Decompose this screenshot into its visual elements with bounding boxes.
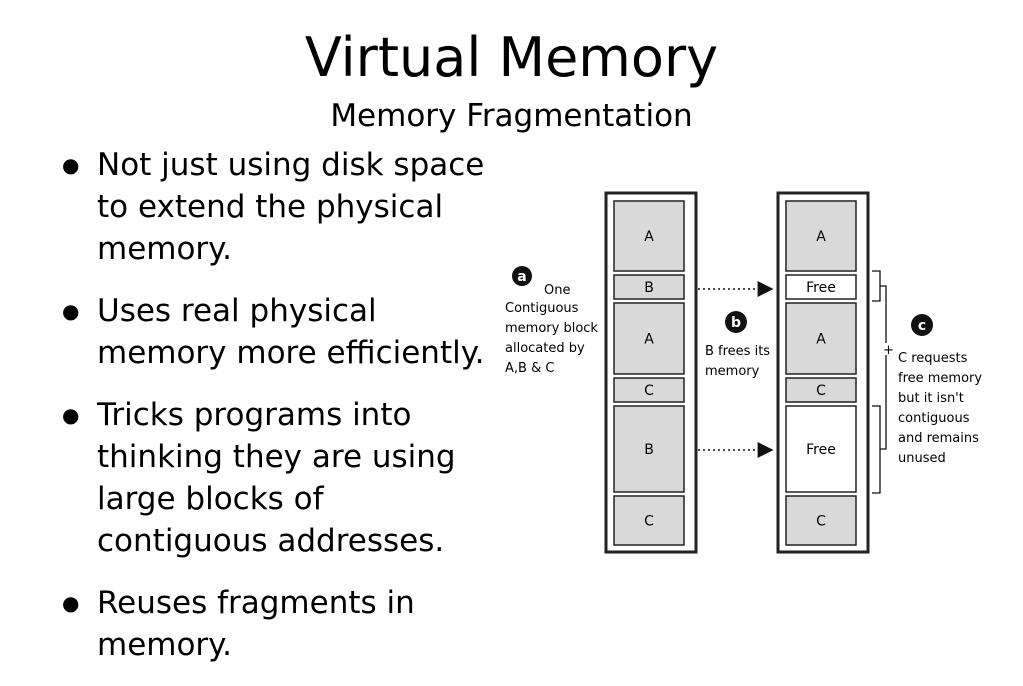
label-a-badge	[512, 266, 532, 286]
left-block-a	[613, 200, 685, 272]
bullet-item: ● Tricks programs into thinking they are …	[60, 394, 520, 562]
right-block-label: A	[816, 332, 826, 348]
bracket-connector-top	[880, 285, 887, 343]
label-b-badge	[725, 311, 747, 333]
bracket-bottom	[872, 405, 881, 494]
bullet-text: Tricks programs into thinking they are u…	[97, 397, 456, 559]
right-block-label: C	[816, 383, 826, 399]
label-c-line: contiguous	[898, 411, 970, 426]
bullet-text: Reuses fragments in memory.	[97, 585, 415, 663]
bullet-dot-icon: ●	[62, 299, 80, 323]
right-block-label: Free	[806, 442, 836, 458]
bullet-text: Uses real physical memory more efficient…	[97, 293, 485, 371]
right-block-label: C	[816, 514, 826, 530]
bullet-item: ● Reuses fragments in memory.	[60, 582, 520, 666]
left-memory-column: A B A C B C	[604, 191, 698, 554]
label-a-line: One	[544, 283, 570, 298]
label-a-line: A,B & C	[505, 361, 554, 376]
left-block-b	[613, 405, 685, 493]
label-c-line: but it isn't	[898, 391, 964, 406]
left-block-label: B	[644, 442, 654, 458]
right-block-free	[785, 405, 857, 493]
left-block-label: A	[644, 229, 654, 245]
left-block-label: A	[644, 332, 654, 348]
slide-title: Virtual Memory	[304, 26, 719, 89]
label-a-line: Contiguous	[505, 301, 579, 316]
left-block-b	[613, 274, 685, 300]
label-c-group: + c C requests free memory but it isn't …	[872, 270, 982, 494]
label-a-line: allocated by	[505, 341, 585, 356]
bracket-top	[872, 270, 881, 302]
label-c-line: unused	[898, 451, 946, 466]
label-c-plus: +	[883, 343, 894, 358]
bullet-dot-icon: ●	[62, 403, 80, 427]
label-b-line: B frees its	[705, 344, 770, 359]
left-block-c	[613, 495, 685, 546]
left-block-a	[613, 302, 685, 375]
left-block-c	[613, 377, 685, 403]
bullet-item: ● Not just using disk space to extend the…	[60, 144, 520, 270]
label-a-letter: a	[517, 269, 526, 285]
right-block-c	[785, 495, 857, 546]
label-b-letter: b	[731, 315, 741, 331]
right-block-c	[785, 377, 857, 403]
slide-subtitle: Memory Fragmentation	[330, 98, 693, 134]
label-a-line: memory block	[505, 321, 598, 336]
left-block-label: C	[644, 383, 654, 399]
right-block-label: A	[816, 229, 826, 245]
bracket-connector-bottom	[880, 355, 887, 450]
label-b-line: memory	[705, 364, 760, 379]
bullet-text: Not just using disk space to extend the …	[97, 147, 485, 267]
label-a-group: a One Contiguous memory block allocated …	[505, 266, 598, 376]
label-c-line: and remains	[898, 431, 979, 446]
left-block-label: B	[644, 280, 654, 296]
label-c-badge	[911, 314, 933, 336]
label-c-letter: c	[918, 318, 926, 334]
right-block-a	[785, 302, 857, 375]
label-b-group: b B frees its memory	[705, 311, 770, 379]
right-block-label: Free	[806, 280, 836, 296]
bullet-dot-icon: ●	[62, 591, 80, 615]
label-c-line: C requests	[898, 351, 968, 366]
bullet-dot-icon: ●	[62, 153, 80, 177]
label-c-line: free memory	[898, 371, 982, 386]
bullet-item: ● Uses real physical memory more efficien…	[60, 290, 520, 374]
right-block-free	[785, 274, 857, 300]
left-block-label: C	[644, 514, 654, 530]
right-block-a	[785, 200, 857, 272]
bullet-list: ● Not just using disk space to extend the…	[60, 144, 520, 686]
